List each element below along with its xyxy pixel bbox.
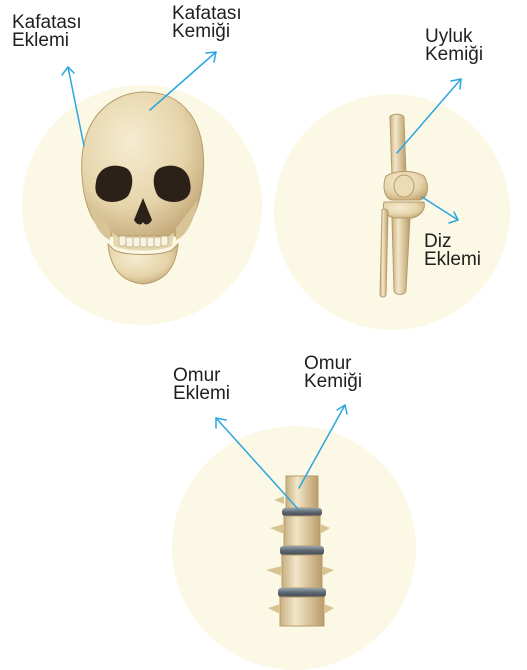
vertebra-bone-label-line2: Kemiği <box>304 373 362 391</box>
vertebra-joint-label: Omur Eklemi <box>173 367 230 403</box>
vertebra-joint-label-line2: Eklemi <box>173 385 230 403</box>
skull-bone-label: Kafatası Kemiği <box>172 5 242 41</box>
skull-joint-label-line2: Eklemi <box>12 32 82 50</box>
femur-label-line2: Kemiği <box>425 46 483 64</box>
skull-joint-label: Kafatası Eklemi <box>12 14 82 50</box>
femur-label: Uyluk Kemiği <box>425 28 483 64</box>
knee-joint-label-line2: Eklemi <box>424 251 481 269</box>
vertebra-bone-label: Omur Kemiği <box>304 355 362 391</box>
knee-joint-label: Diz Eklemi <box>424 233 481 269</box>
skull-bone-label-line2: Kemiği <box>172 23 242 41</box>
